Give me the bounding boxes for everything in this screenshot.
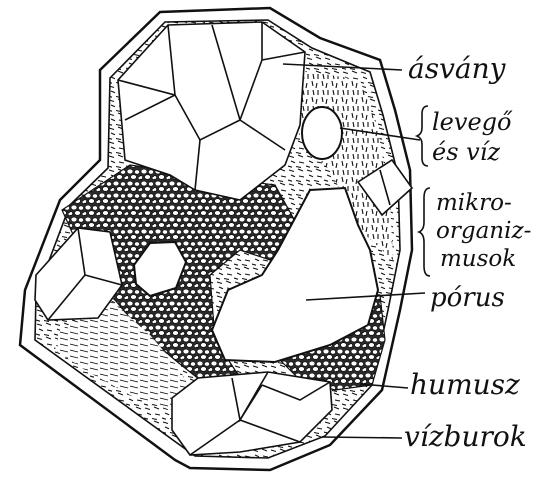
brace-micro xyxy=(419,188,430,276)
label-water-film: vízburok xyxy=(404,420,527,453)
label-mineral: ásvány xyxy=(408,52,507,85)
label-micro-2: organiz- xyxy=(436,218,531,244)
air-water-bubble xyxy=(302,107,342,159)
label-micro-1: mikro- xyxy=(436,190,512,216)
brace-air-water xyxy=(417,106,428,166)
label-pore: pórus xyxy=(430,283,505,313)
label-air-water-2: és víz xyxy=(432,138,500,166)
label-humus: humusz xyxy=(410,368,520,401)
label-air-water-1: levegő xyxy=(432,108,513,136)
label-micro-3: musok xyxy=(440,246,516,272)
